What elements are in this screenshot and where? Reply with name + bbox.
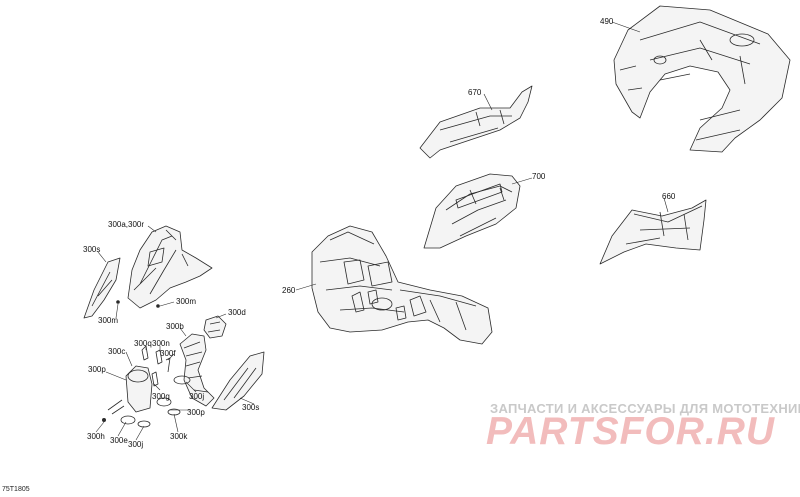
callout-700[interactable]: 700 xyxy=(532,172,546,181)
callout-300h[interactable]: 300h xyxy=(87,432,105,441)
callout-300a-300r[interactable]: 300a,300r xyxy=(108,220,145,229)
part-660-side-panel[interactable] xyxy=(599,199,707,265)
part-490-rear-fender[interactable] xyxy=(613,5,791,153)
callout-leaders xyxy=(95,21,669,441)
callout-670[interactable]: 670 xyxy=(468,88,482,97)
part-670-panel[interactable] xyxy=(419,85,533,159)
callout-300p-b[interactable]: 300p xyxy=(187,408,205,417)
callout-300b[interactable]: 300b xyxy=(166,322,184,331)
callout-300d[interactable]: 300d xyxy=(228,308,246,317)
callout-300m-b[interactable]: 300m xyxy=(98,316,119,325)
callout-300k[interactable]: 300k xyxy=(170,432,188,441)
part-300a-guard[interactable] xyxy=(127,225,213,309)
callout-300q[interactable]: 300q xyxy=(134,339,152,348)
callout-300c[interactable]: 300c xyxy=(108,347,126,356)
part-300s-shield-right[interactable] xyxy=(211,351,265,411)
callout-490[interactable]: 490 xyxy=(600,17,614,26)
part-300s-shield-left[interactable] xyxy=(83,257,121,319)
callout-300s-right[interactable]: 300s xyxy=(242,403,260,412)
part-260-front-fender[interactable] xyxy=(311,225,493,345)
diagram-code: 75T1805 xyxy=(2,486,30,493)
callout-300n[interactable]: 300n xyxy=(152,339,170,348)
callout-300m-a[interactable]: 300m xyxy=(176,297,197,306)
callout-300s-left[interactable]: 300s xyxy=(83,245,101,254)
watermark-logo: PARTSFOR.RU xyxy=(486,410,776,453)
callout-300f[interactable]: 300f xyxy=(160,349,176,358)
callout-300e[interactable]: 300e xyxy=(110,436,128,445)
watermark-tagline: ЗАПЧАСТИ И АКСЕССУАРЫ ДЛЯ МОТОТЕХНИКИ xyxy=(490,401,800,416)
part-300b-duct[interactable] xyxy=(179,333,215,407)
callout-300j-b[interactable]: 300j xyxy=(128,440,144,449)
part-300c-intake[interactable] xyxy=(125,365,153,413)
callout-300g[interactable]: 300g xyxy=(152,392,170,401)
callout-260[interactable]: 260 xyxy=(282,286,296,295)
part-700-cover[interactable] xyxy=(423,173,521,249)
callout-300p-a[interactable]: 300p xyxy=(88,365,106,374)
callout-300j-a[interactable]: 300j xyxy=(189,392,205,401)
part-300d-clip[interactable] xyxy=(203,315,227,339)
callout-660[interactable]: 660 xyxy=(662,192,676,201)
